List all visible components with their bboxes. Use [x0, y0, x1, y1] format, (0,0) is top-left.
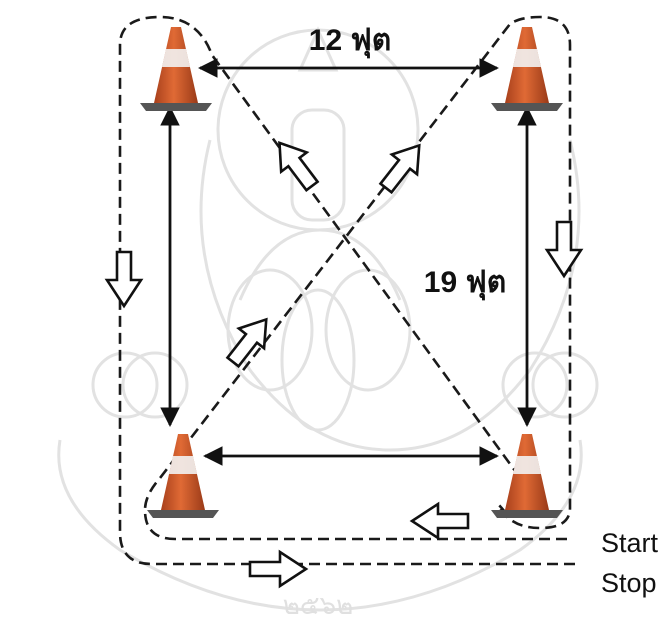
distance-arrows [160, 58, 537, 466]
cone-top-right [491, 27, 563, 111]
left-arrow-icon [409, 501, 470, 541]
path-left-outer-loop [118, 15, 575, 566]
cone-top-left [140, 27, 212, 111]
cone-bottom-right [491, 434, 563, 518]
direction-arrows [104, 141, 584, 589]
up-left-arrow-icon [278, 141, 320, 193]
cone-bottom-left [147, 434, 219, 518]
up-right-arrow-icon [225, 317, 268, 369]
up-right-arrow-icon [378, 143, 421, 195]
start-label: Start [601, 528, 659, 558]
down-arrow-icon [544, 220, 584, 279]
stop-label: Stop [601, 568, 657, 598]
right-arrow-icon [248, 549, 309, 589]
down-arrow-icon [104, 250, 144, 309]
width-distance-label: 12 ฟุต [309, 24, 391, 59]
length-distance-label: 19 ฟุต [424, 266, 506, 301]
watermark-year: ๒๕๖๒ [283, 591, 353, 621]
